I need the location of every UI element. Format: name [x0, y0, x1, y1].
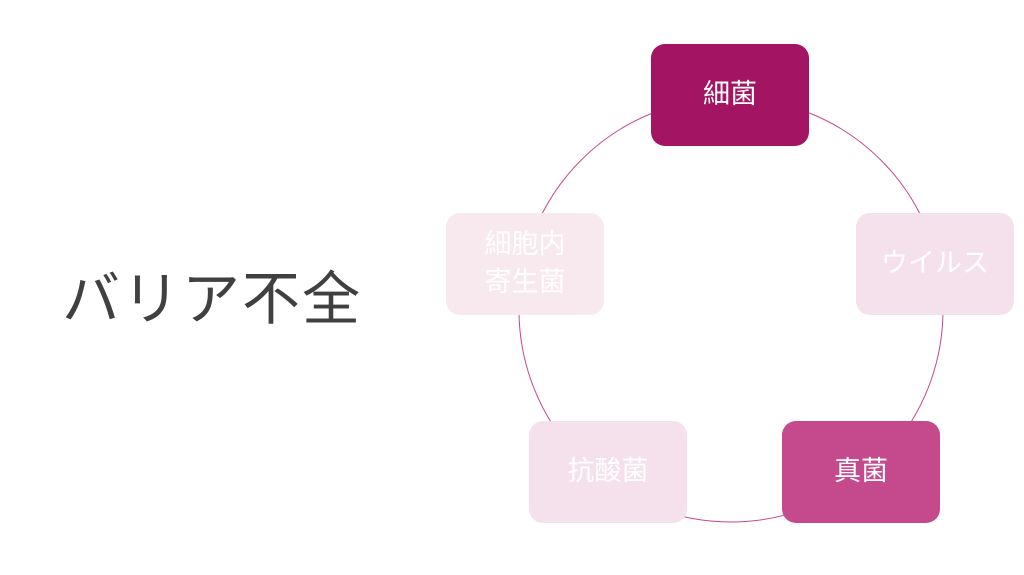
slide-title: バリア不全 [62, 265, 363, 333]
node-fungi: 真菌 [782, 421, 940, 523]
node-label: 細菌 [703, 79, 757, 110]
node-label: 真菌 [834, 456, 888, 487]
node-label: 細胞内 寄生菌 [484, 229, 566, 298]
node-bacteria: 細菌 [651, 44, 809, 146]
node-virus: ウイルス [856, 213, 1014, 315]
node-acid-fast-bacteria: 抗酸菌 [529, 421, 687, 523]
node-label: ウイルス [881, 248, 989, 279]
node-label: 抗酸菌 [567, 456, 649, 487]
node-intracellular-parasite: 細胞内 寄生菌 [446, 213, 604, 315]
